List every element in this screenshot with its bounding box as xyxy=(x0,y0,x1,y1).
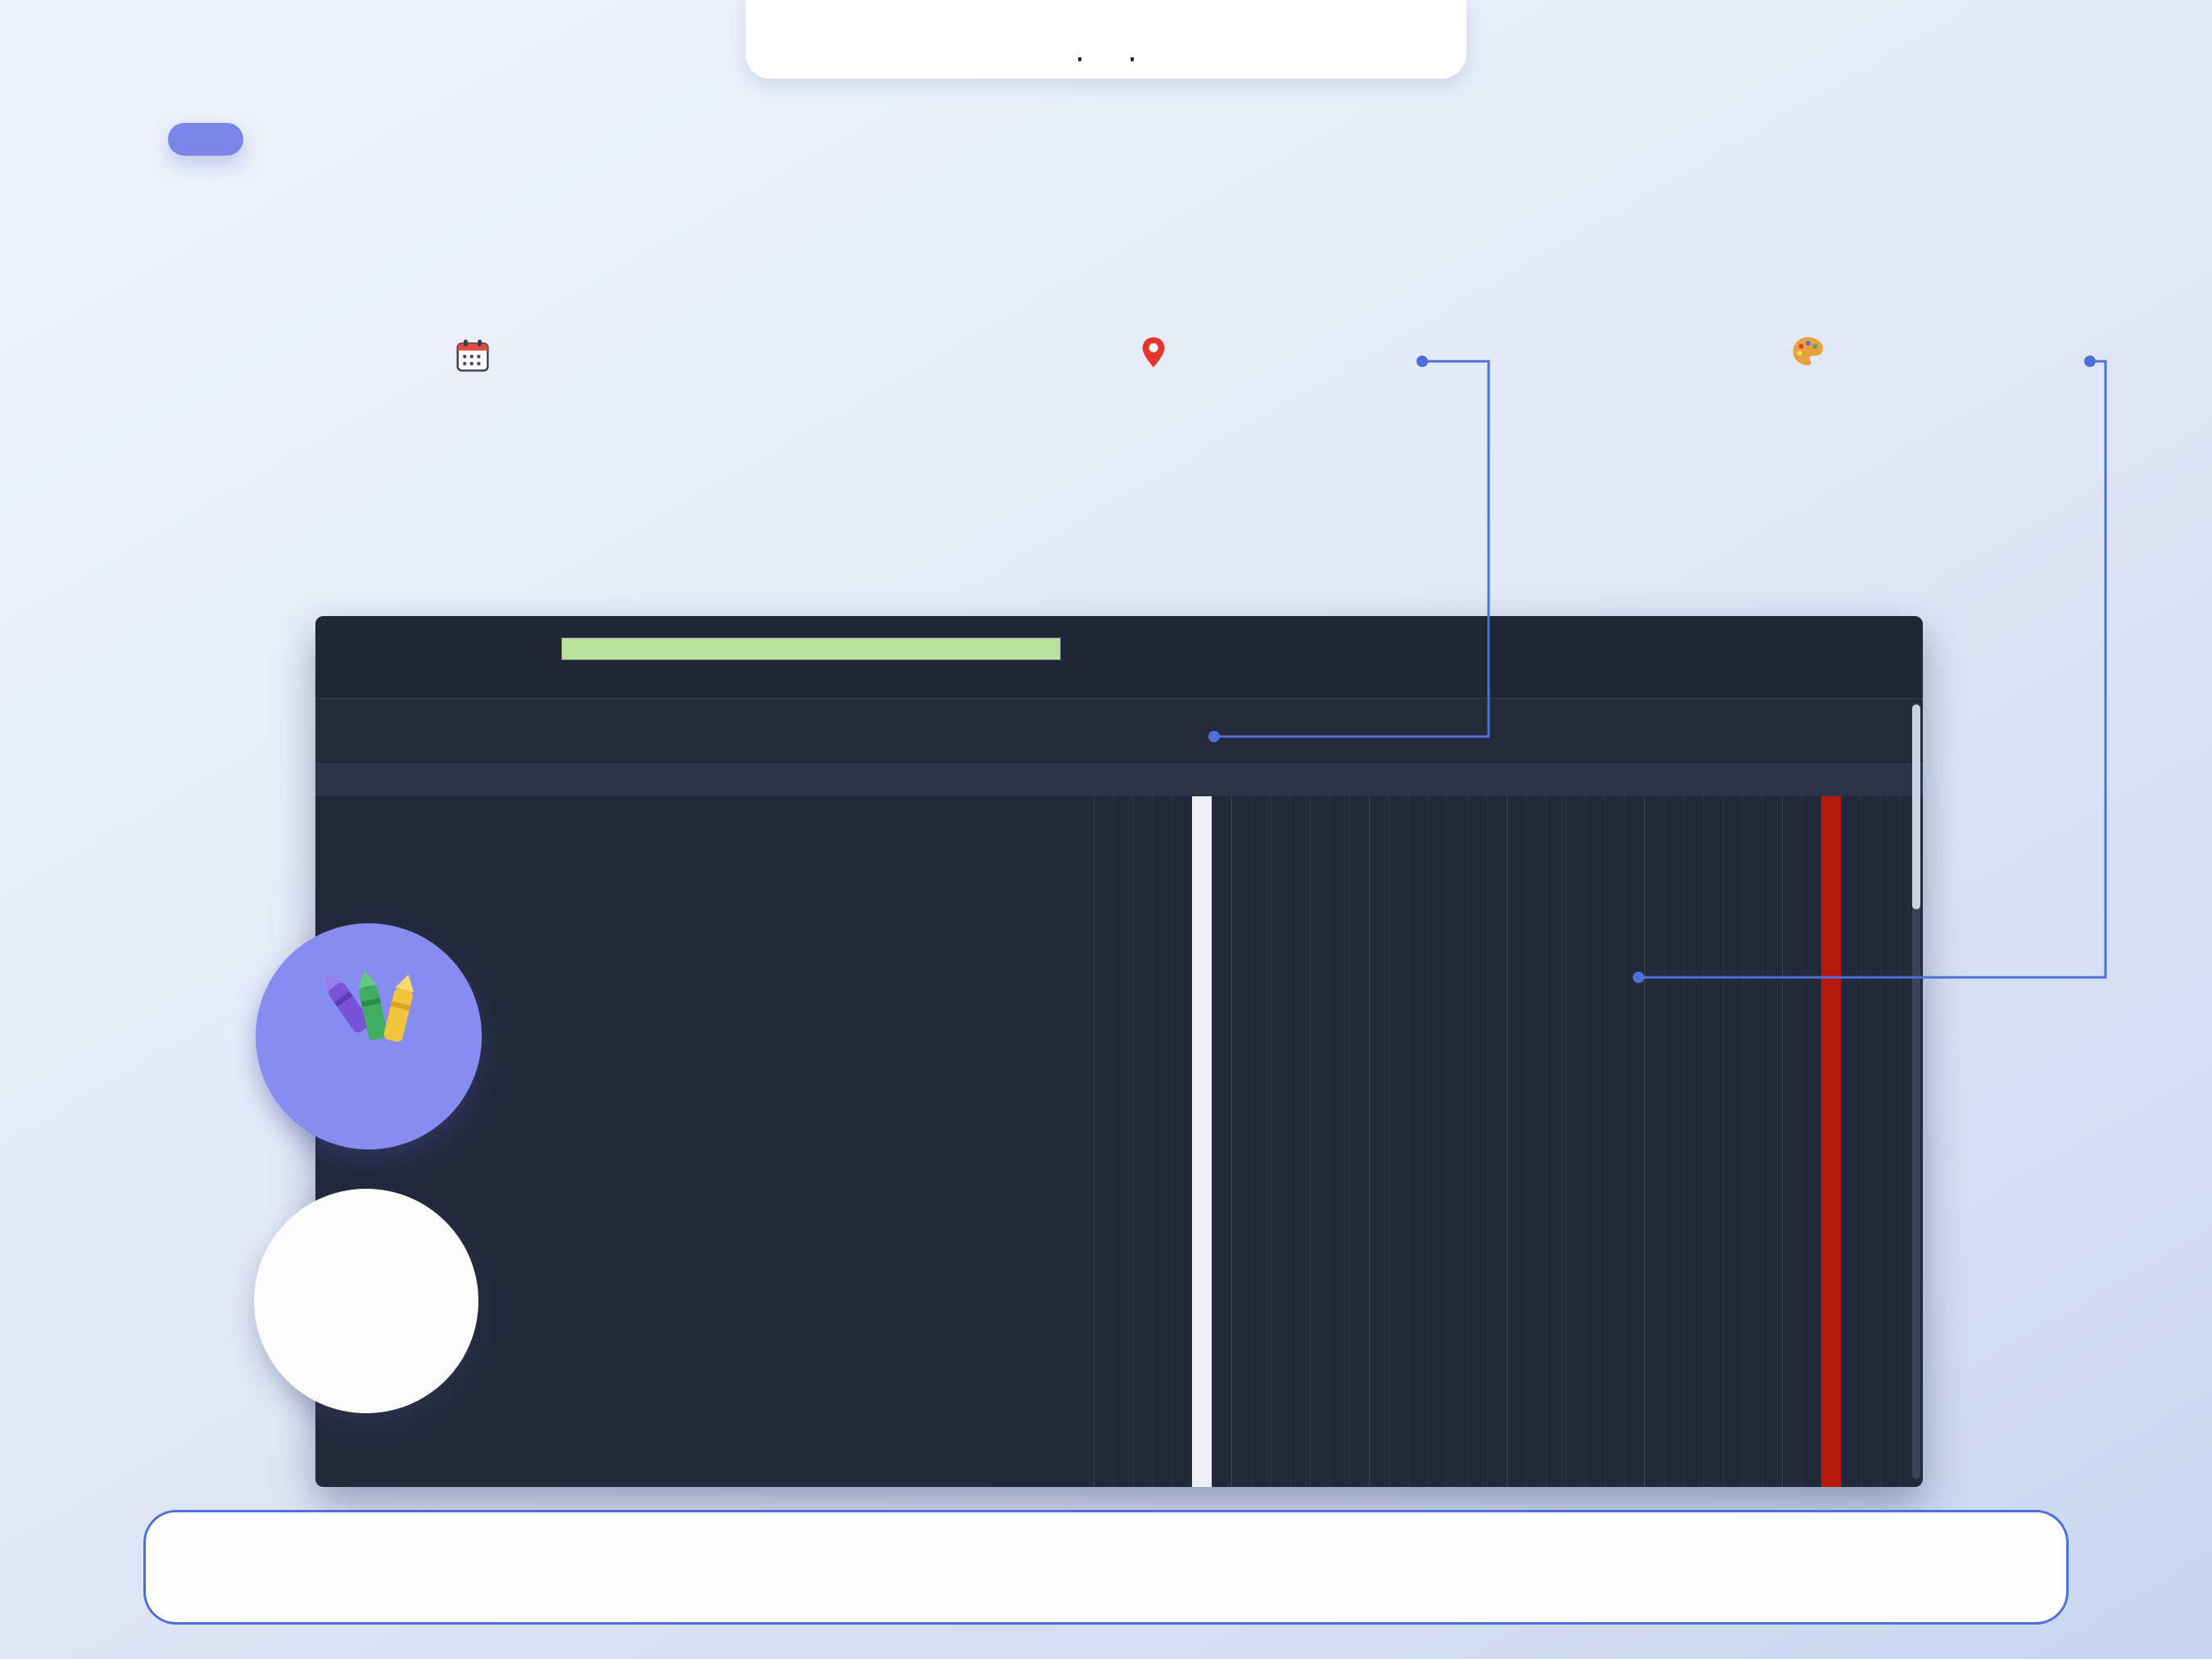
day-headers xyxy=(1094,764,1920,797)
timeline-badge xyxy=(168,123,243,156)
bar-chart-icon xyxy=(1078,18,1081,61)
bar-chart-icon xyxy=(1131,18,1134,61)
today-marker xyxy=(1192,796,1212,1487)
deadline-marker xyxy=(1821,796,1841,1487)
overall-progress xyxy=(561,637,1061,666)
map-pin-icon xyxy=(1142,337,1165,368)
column-headers xyxy=(315,764,1923,798)
customize-colors-sticker xyxy=(256,923,482,1149)
calendar-icon xyxy=(456,339,489,372)
crayons-icon xyxy=(325,971,415,1042)
no-manual-input-sticker xyxy=(254,1189,478,1413)
feature-bar-color xyxy=(1516,334,2114,383)
app-header xyxy=(315,616,1923,699)
feature-auto-synced xyxy=(147,338,811,387)
how-it-works-box xyxy=(143,1510,2069,1625)
automated-summary-badge xyxy=(746,0,1466,79)
overall-progress-fill xyxy=(562,638,1060,660)
feature-timeline-markers xyxy=(886,334,1434,383)
gantt-gridlines xyxy=(1094,796,1920,1487)
gantt-app-screenshot xyxy=(315,616,1923,1487)
vertical-scrollbar[interactable] xyxy=(1912,703,1920,1479)
overall-progress-track xyxy=(561,637,1061,660)
palette-icon xyxy=(1793,337,1824,365)
scrollbar-thumb[interactable] xyxy=(1912,705,1920,909)
task-grid xyxy=(315,796,1923,1487)
